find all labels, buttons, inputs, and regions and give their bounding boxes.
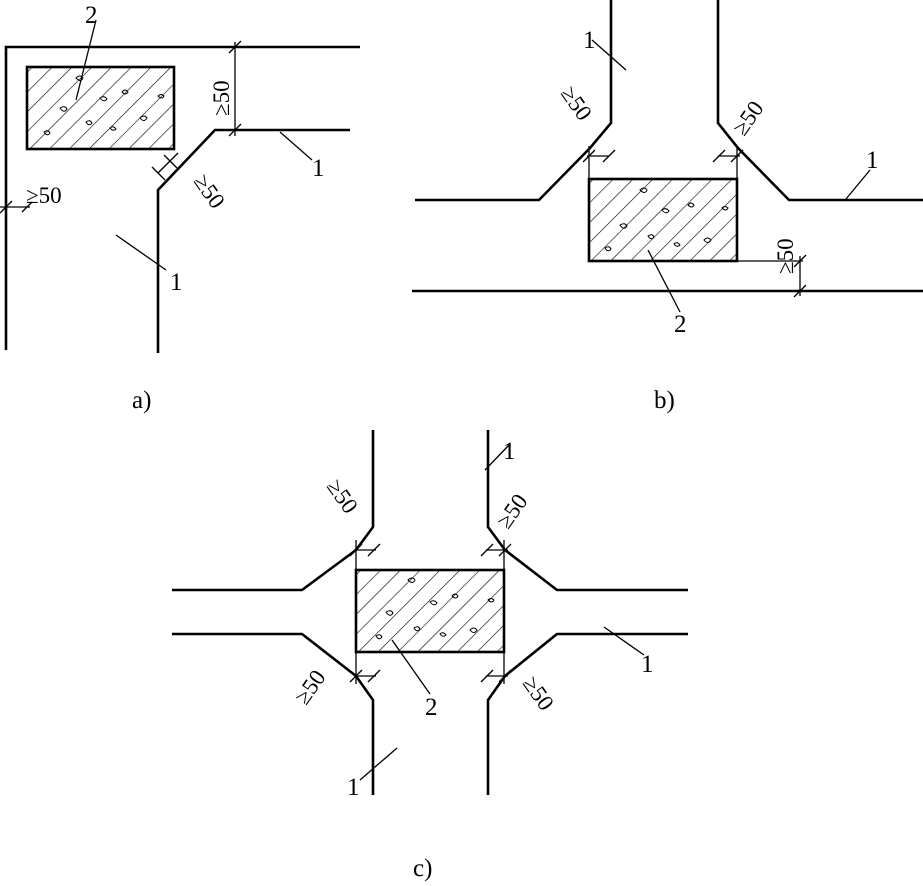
dimension-label: ≥50	[322, 475, 363, 519]
dimension-top-right: ≥50	[209, 40, 242, 137]
leader-2	[391, 639, 431, 695]
figure-caption: b)	[654, 387, 675, 414]
dimension-label: ≥50	[518, 672, 559, 716]
leader-2	[75, 19, 97, 101]
aggregate-marks	[604, 187, 729, 252]
dimension-label: ≥50	[492, 489, 533, 533]
aggregate-marks	[375, 577, 495, 640]
wall-bottom-left	[172, 632, 375, 795]
figure-b: ≥50 ≥50 ≥50 1 1 2 b)	[412, 0, 923, 414]
core-block	[354, 568, 506, 654]
dimension-label: ≥50	[209, 80, 234, 116]
callout-label: 2	[85, 2, 98, 29]
callout-label: 1	[583, 27, 596, 54]
outer-wall	[4, 45, 360, 350]
dimension-label: ≥50	[26, 183, 62, 208]
callout-label: 2	[425, 694, 438, 721]
dimension-label: ≥50	[556, 82, 597, 126]
figure-c: ≥50 ≥50 ≥50 ≥50 1 1 1 2	[172, 430, 688, 882]
callout-label: 1	[170, 269, 183, 296]
callout-label: 1	[866, 147, 879, 174]
dimension-top-left: ≥50	[322, 475, 381, 557]
left-wall	[415, 0, 613, 202]
inner-wall	[156, 128, 350, 353]
callout-label: 2	[674, 311, 687, 338]
dimension-bottom-left: ≥50	[290, 665, 381, 709]
leader-1	[845, 169, 871, 200]
core-block	[25, 65, 176, 151]
leader-1	[115, 234, 167, 271]
wall-bottom-right	[486, 632, 688, 795]
dimension-bottom: ≥50	[737, 238, 807, 298]
leader-1	[359, 747, 398, 781]
dimension-label: ≥50	[773, 238, 798, 274]
callout-label: 1	[347, 774, 360, 801]
dimension-label: ≥50	[189, 170, 230, 214]
dimension-left-diagonal: ≥50	[556, 82, 616, 163]
leader-1	[591, 39, 627, 71]
callout-label: 1	[503, 438, 516, 465]
figure-a: ≥50 ≥50 ≥50 2 1 1 a)	[0, 2, 360, 414]
leader-1	[279, 131, 313, 161]
dimension-label: ≥50	[290, 665, 331, 709]
callout-label: 1	[641, 651, 654, 678]
leader-1	[484, 444, 510, 471]
leader-1	[603, 626, 645, 656]
dimension-label: ≥50	[728, 96, 769, 140]
figure-caption: c)	[413, 855, 432, 882]
core-block	[587, 177, 739, 263]
dimension-left: ≥50	[0, 183, 62, 214]
right-wall	[716, 0, 923, 202]
aggregate-marks	[43, 75, 165, 136]
callout-label: 1	[312, 155, 325, 182]
leader-2	[647, 249, 681, 313]
figure-caption: a)	[132, 387, 151, 414]
